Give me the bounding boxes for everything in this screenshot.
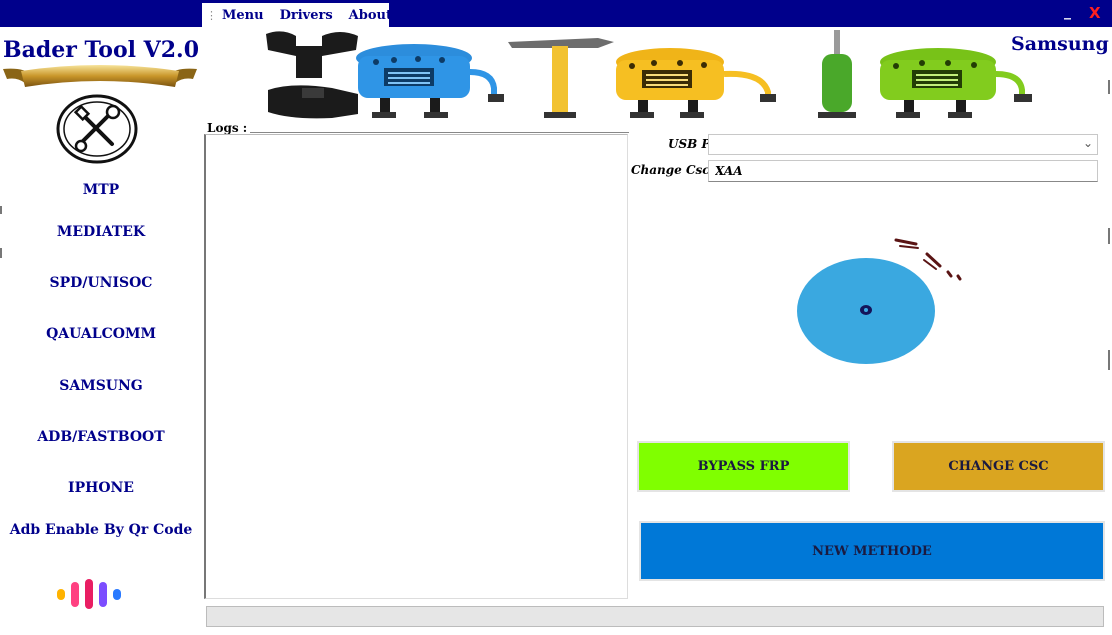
menu-item-about[interactable]: About [348,7,392,23]
title-bar [0,0,1112,27]
menu-grip-icon[interactable]: ⋮ [206,8,217,22]
logs-label: Logs : [207,121,251,135]
logs-divider [245,132,629,133]
banner-robots-image [266,30,1032,119]
change-csc-label: Change Csc: [631,163,715,177]
loading-disc-icon [797,238,962,364]
logs-textarea[interactable] [204,134,628,599]
close-button[interactable]: X [1089,4,1101,22]
ribbon-icon [3,65,197,87]
menu-item-menu[interactable]: Menu [222,7,264,23]
usb-port-select[interactable]: ⌄ [708,134,1098,155]
change-csc-input[interactable] [708,160,1098,182]
chevron-down-icon[interactable]: ⌄ [1082,136,1093,150]
sidebar-item-samsung[interactable]: SAMSUNG [59,378,143,394]
sidebar-item-iphone[interactable]: IPHONE [68,480,134,496]
edge-mark [1108,228,1110,244]
sidebar-item-adb-qr[interactable]: Adb Enable By Qr Code [9,522,193,538]
sidebar-item-adb-fastboot[interactable]: ADB/FASTBOOT [37,429,165,445]
new-method-button[interactable]: NEW METHODE [639,521,1105,581]
sidebar-item-mtp[interactable]: MTP [82,182,120,198]
menu-item-drivers[interactable]: Drivers [279,7,333,23]
progress-bar [206,606,1104,627]
bypass-frp-button[interactable]: BYPASS FRP [637,441,850,492]
color-dots-icon [57,579,121,609]
edge-mark [1108,350,1110,370]
tools-icon [56,94,138,164]
edge-mark [0,206,2,214]
sidebar-item-spd-unisoc[interactable]: SPD/UNISOC [49,275,153,291]
sidebar-item-mediatek[interactable]: MEDIATEK [56,224,146,240]
edge-mark [0,248,2,258]
menu-bar: ⋮ Menu Drivers About [202,3,392,27]
sidebar-item-qualcomm[interactable]: QAUALCOMM [46,326,156,342]
device-brand-label: Samsung [1011,33,1109,55]
app-title: Bader Tool V2.0 [2,37,200,63]
edge-mark [1108,80,1110,94]
minimize-button[interactable]: _ [1064,4,1071,20]
sidebar: Bader Tool V2.0 MTP MEDIATEK SPD/UNISOC … [0,27,202,635]
change-csc-button[interactable]: CHANGE CSC [892,441,1105,492]
